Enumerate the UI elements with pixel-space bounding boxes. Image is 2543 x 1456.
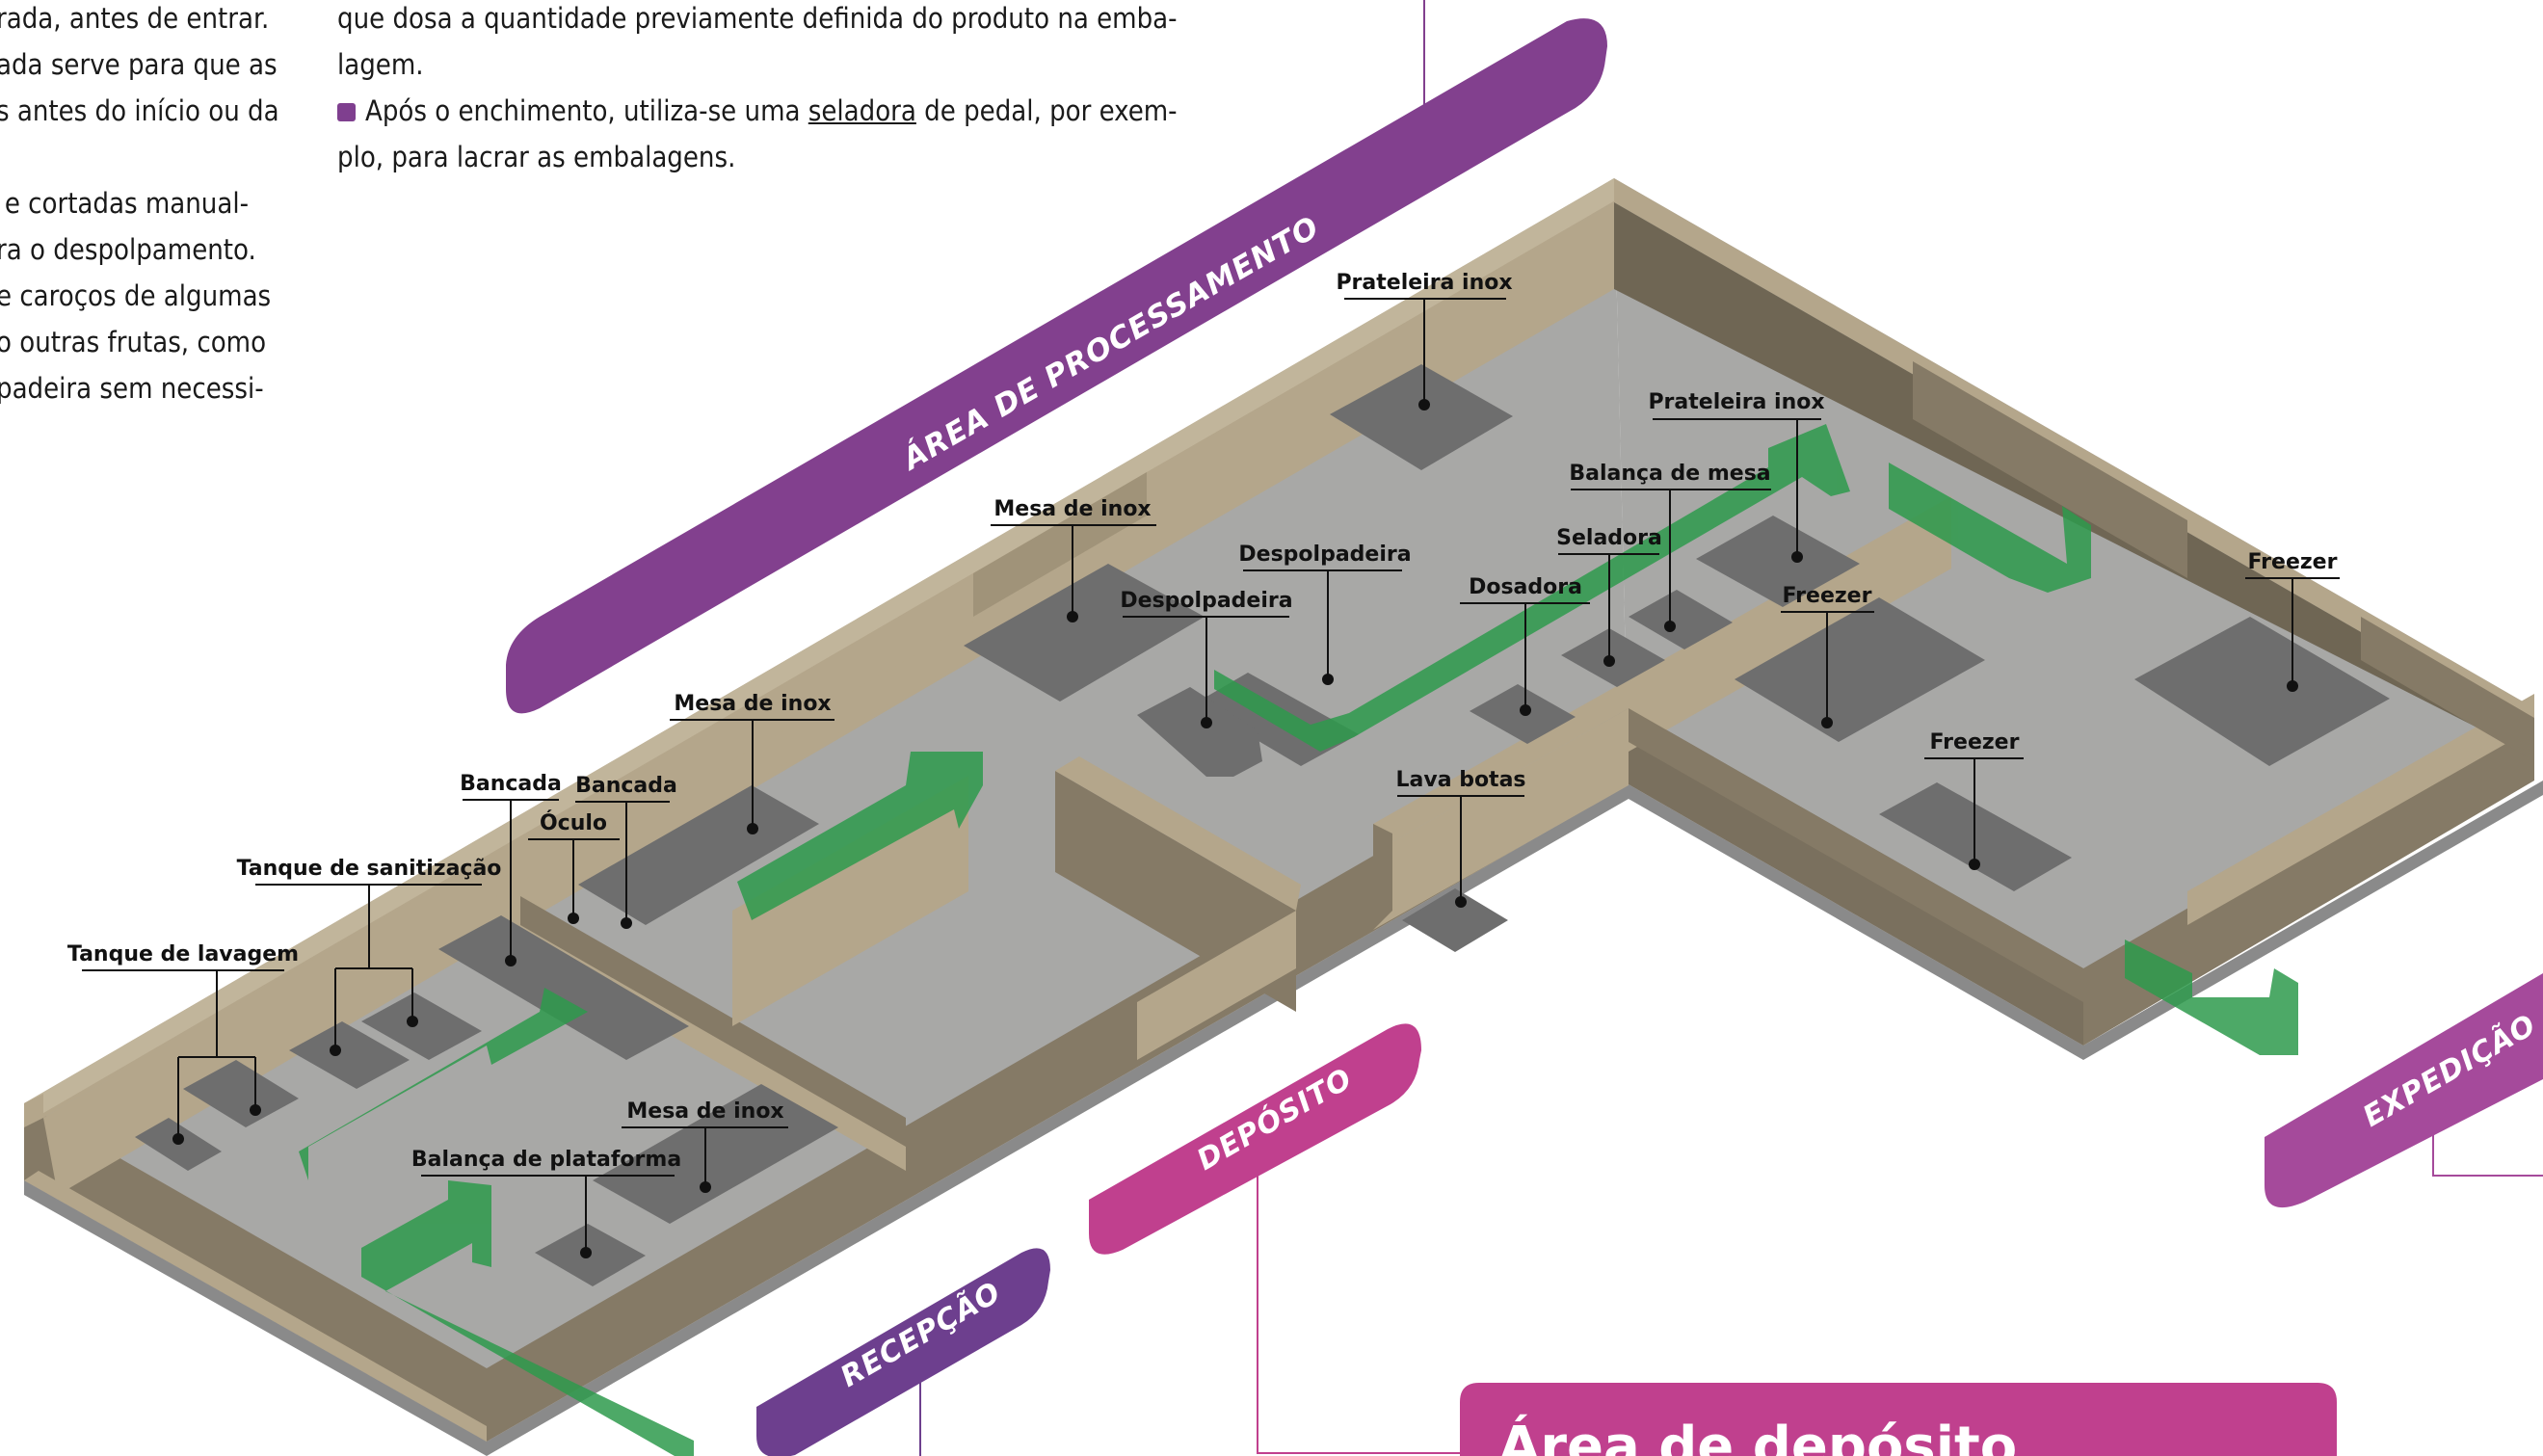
right-end-wall bbox=[2361, 617, 2534, 761]
label-oculo: Óculo bbox=[540, 810, 607, 835]
label-lava-botas: Lava botas bbox=[1395, 768, 1525, 792]
label-tanque-de-sanitizacao: Tanque de sanitização bbox=[237, 857, 502, 881]
recepcao-band bbox=[756, 1248, 1050, 1456]
label-mesa-de-inox-2: Mesa de inox bbox=[674, 692, 831, 716]
wall-back-left-rim bbox=[24, 178, 1629, 1116]
equip-mesa-inox-2 bbox=[578, 785, 819, 925]
middle-text-column: que dosa a quantidade previamente defini… bbox=[337, 0, 1178, 180]
equip-freezer-1 bbox=[1735, 597, 1985, 742]
label-seladora: Seladora bbox=[1556, 526, 1662, 550]
label-mesa-de-inox-3: Mesa de inox bbox=[626, 1099, 783, 1124]
equipment-labels bbox=[82, 298, 2340, 1253]
equip-despolpadeira-2 bbox=[1137, 687, 1262, 777]
equip-tanque-sanitizacao-2 bbox=[289, 1021, 410, 1089]
equip-mesa-inox-3 bbox=[593, 1084, 838, 1224]
flow-arrow-6 bbox=[2125, 940, 2298, 1055]
left-text-line: e cortadas manual- bbox=[4, 187, 249, 220]
interior-partition bbox=[732, 776, 968, 1026]
interior-room-front bbox=[1137, 911, 1296, 1060]
equip-bancada bbox=[438, 915, 689, 1060]
left-text-line: rada, antes de entrar. bbox=[0, 2, 270, 35]
bullet-item: Após o enchimento, utiliza-se uma selado… bbox=[337, 88, 1178, 134]
equip-lava-botas bbox=[1402, 888, 1508, 952]
right-room-wall-c bbox=[2187, 694, 2534, 925]
middle-text-line: lagem. bbox=[337, 48, 424, 81]
seladora-term: seladora bbox=[808, 94, 916, 127]
label-bancada-1: Bancada bbox=[460, 772, 562, 796]
label-balanca-de-mesa: Balança de mesa bbox=[1569, 462, 1770, 486]
flow-arrow-3 bbox=[361, 1180, 694, 1456]
expedicao-band bbox=[2265, 973, 2543, 1208]
label-despolpadeira-2: Despolpadeira bbox=[1120, 589, 1292, 613]
interior-wall-top bbox=[496, 622, 973, 930]
middle-text-line: plo, para lacrar as embalagens. bbox=[337, 141, 736, 173]
wall-left-end bbox=[24, 1094, 43, 1127]
wall-back-left-inner-face bbox=[1147, 202, 1614, 559]
deposito-leader bbox=[1257, 1156, 1470, 1454]
processamento-band bbox=[506, 18, 1607, 714]
left-text-line: ada serve para que as bbox=[0, 48, 278, 81]
equip-mesa-inox-1 bbox=[964, 564, 1205, 702]
label-dosadora: Dosadora bbox=[1469, 575, 1582, 599]
wall-front-left-side bbox=[24, 1103, 487, 1442]
label-bancada-2: Bancada bbox=[575, 774, 677, 798]
equip-prateleira-inox-1 bbox=[1330, 364, 1513, 470]
equip-balanca-de-mesa bbox=[1629, 590, 1733, 649]
left-text-line: o outras frutas, como bbox=[0, 326, 267, 358]
lava-botas-wall-face bbox=[1373, 708, 1629, 930]
left-text-line: e caroços de algumas bbox=[0, 279, 272, 312]
front-rim bbox=[24, 1171, 487, 1442]
equip-freezer-2 bbox=[2134, 617, 2390, 766]
flow-arrow-5 bbox=[1889, 463, 2091, 593]
wall-step bbox=[973, 472, 1147, 617]
flow-arrow-1 bbox=[299, 988, 588, 1180]
interior-room-top bbox=[1055, 756, 1301, 911]
lava-botas-wall-side bbox=[1373, 824, 1392, 930]
wall-front-mid-side bbox=[487, 708, 1629, 1442]
left-text-line: s antes do início ou da bbox=[0, 94, 279, 127]
flow-arrows bbox=[299, 424, 2298, 1456]
left-text-column: rada, antes de entrar. ada serve para qu… bbox=[0, 0, 279, 411]
flow-arrow-2 bbox=[737, 752, 983, 920]
bullet-square-icon bbox=[337, 103, 356, 121]
wall-right-end-side bbox=[2083, 708, 2534, 1046]
slab-edge bbox=[24, 781, 2543, 1456]
label-prateleira-inox-1: Prateleira inox bbox=[1336, 271, 1512, 295]
middle-text-line: que dosa a quantidade previamente defini… bbox=[337, 2, 1178, 35]
label-freezer-1: Freezer bbox=[1783, 584, 1872, 608]
label-freezer-2: Freezer bbox=[2248, 550, 2338, 574]
deposito-box bbox=[1460, 1383, 2337, 1456]
left-text-line: ra o despolpamento. bbox=[0, 233, 256, 266]
equip-prateleira-inox-2 bbox=[1696, 516, 1860, 607]
bullet-text: Após o enchimento, utiliza-se uma bbox=[365, 94, 808, 127]
right-room-wall-b bbox=[1629, 708, 2083, 1002]
label-balanca-de-plataforma: Balança de plataforma bbox=[411, 1148, 681, 1172]
right-room-wall-a bbox=[1629, 496, 1951, 752]
wall-back-right-top bbox=[1614, 178, 2534, 721]
label-mesa-de-inox-1: Mesa de inox bbox=[993, 497, 1151, 521]
deposito-band bbox=[1089, 1023, 1421, 1255]
equip-tanque-sanitizacao-1 bbox=[361, 993, 482, 1060]
equip-tanque-lavagem-1 bbox=[183, 1060, 299, 1127]
right-back-wall-step bbox=[1913, 361, 2187, 578]
interior-wall-diag-side bbox=[520, 896, 906, 1147]
deposito-box-title: Área de depósito bbox=[1498, 1416, 2017, 1456]
flow-arrow-4 bbox=[1214, 424, 1850, 752]
label-prateleira-inox-2: Prateleira inox bbox=[1648, 390, 1824, 414]
label-tanque-de-lavagem: Tanque de lavagem bbox=[67, 942, 299, 966]
label-freezer-3: Freezer bbox=[1930, 730, 2020, 754]
label-dots bbox=[172, 399, 2298, 1258]
bullet-text-end: de pedal, por exem- bbox=[915, 94, 1178, 127]
label-despolpadeira-1: Despolpadeira bbox=[1238, 543, 1411, 567]
wall-back-left-inner-face-2 bbox=[43, 472, 1147, 1195]
left-text-line: padeira sem necessi- bbox=[0, 372, 264, 405]
